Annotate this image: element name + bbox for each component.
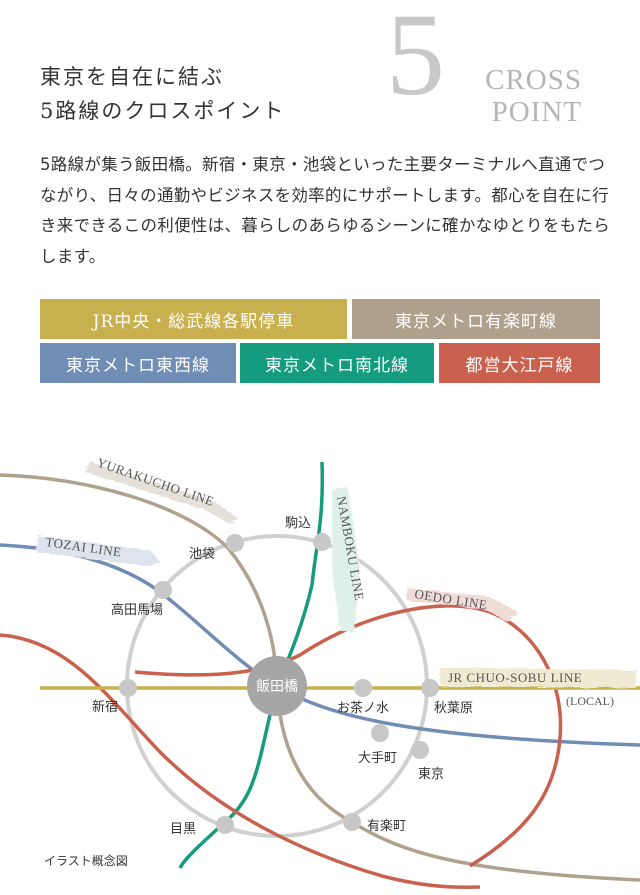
station-ikebukuro-dot xyxy=(226,534,244,552)
station-ochanomizu-dot xyxy=(354,679,372,697)
station-takadanobaba-dot xyxy=(154,581,172,599)
cross-point-badge: 5 CROSS POINT xyxy=(380,0,630,128)
badge-number: 5 xyxy=(386,0,445,120)
station-akihabara-dot xyxy=(421,679,439,697)
line-chip-label: JR中央・総武線各駅停車 xyxy=(92,311,295,332)
station-yurakucho-label: 有楽町 xyxy=(367,818,406,834)
station-meguro-label: 目黒 xyxy=(170,822,196,837)
headline-line1: 東京を自在に結ぶ xyxy=(40,65,224,89)
illustration-caption: イラスト概念図 xyxy=(44,854,128,868)
station-otemachi-dot xyxy=(371,724,389,742)
oedo-line-label: OEDO LINE xyxy=(406,586,518,622)
center-station-iidabashi xyxy=(247,656,307,716)
station-komagome-dot xyxy=(313,533,331,551)
yurakucho-line-name: YURAKUCHO LINE xyxy=(95,455,216,509)
line-chip-yurakucho: 東京メトロ有楽町線 xyxy=(352,299,600,339)
station-tokyo-label: 東京 xyxy=(418,766,444,782)
station-yurakucho-dot xyxy=(343,813,361,831)
station-komagome-label: 駒込 xyxy=(285,516,311,531)
station-meguro-dot xyxy=(216,816,234,834)
line-chip-label: 東京メトロ東西線 xyxy=(66,355,210,376)
jr-line-name: JR CHUO-SOBU LINE xyxy=(448,670,582,685)
headline: 東京を自在に結ぶ 5路線のクロスポイント xyxy=(40,60,285,128)
station-ochanomizu-label: お茶ノ水 xyxy=(337,700,389,716)
badge-line2: POINT xyxy=(491,96,582,128)
station-tokyo-dot xyxy=(411,741,429,759)
tozai-line-track xyxy=(0,543,640,747)
station-shinjuku-dot xyxy=(119,679,137,697)
headline-line2: 5路線のクロスポイント xyxy=(40,99,286,123)
intro-paragraph: 5路線が集う飯田橋。新宿・東京・池袋といった主要ターミナルへ直通でつながり、日々… xyxy=(40,155,611,266)
station-takadanobaba-label: 高田馬場 xyxy=(111,602,163,618)
line-chip-namboku: 東京メトロ南北線 xyxy=(240,343,434,383)
oedo-line-track-south xyxy=(0,633,481,889)
line-chip-tozai: 東京メトロ東西線 xyxy=(40,343,236,383)
line-chip-label: 東京メトロ南北線 xyxy=(265,355,409,376)
station-ikebukuro-label: 池袋 xyxy=(189,547,215,562)
station-otemachi-label: 大手町 xyxy=(358,751,397,766)
station-akihabara-label: 秋葉原 xyxy=(434,701,473,716)
line-chip-label: 都営大江戸線 xyxy=(465,355,574,376)
line-chip-jr: JR中央・総武線各駅停車 xyxy=(40,299,347,339)
line-chip-label: 東京メトロ有楽町線 xyxy=(395,311,557,332)
jr-line-note: (LOCAL) xyxy=(566,694,614,708)
badge-line1: CROSS xyxy=(485,64,582,96)
center-station-label: 飯田橋 xyxy=(256,678,298,695)
oedo-line-track-north xyxy=(299,604,563,868)
station-shinjuku-label: 新宿 xyxy=(92,699,118,715)
route-diagram: YURAKUCHO LINE TOZAI LINE NAMBOKU LINE O… xyxy=(0,455,640,889)
line-chip-oedo: 都営大江戸線 xyxy=(439,343,600,383)
jr-line-label: JR CHUO-SOBU LINE (LOCAL) xyxy=(440,668,636,708)
